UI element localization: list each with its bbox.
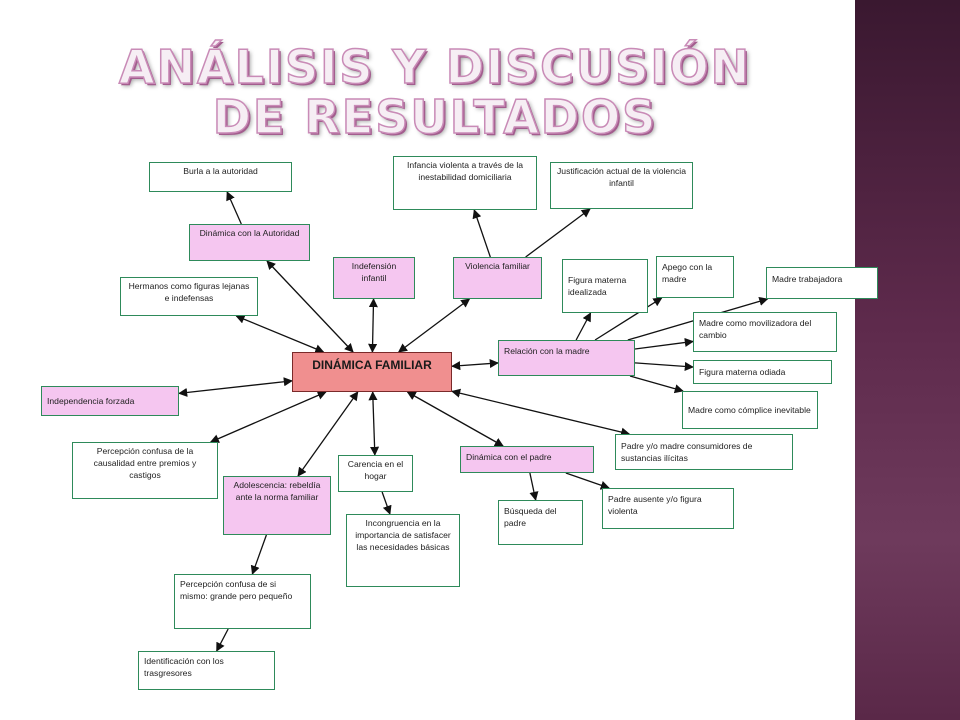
node-independencia-forzada: Independencia forzada [41, 386, 179, 416]
connector-relacion-odiada [634, 361, 694, 371]
node-relacion-madre: Relación con la madre [498, 340, 635, 376]
node-dinamica-autoridad: Dinámica con la Autoridad [189, 224, 310, 261]
node-percepcion-si-mismo: Percepción confusa de si mismo: grande p… [174, 574, 311, 629]
connector-violencia-infancia [472, 209, 491, 258]
central-node-dinamica-familiar: DINÁMICA FAMILIAR [292, 352, 452, 392]
node-madre-movilizadora: Madre como movilizadora del cambio [693, 312, 837, 352]
node-dinamica-padre: Dinámica con el padre [460, 446, 594, 473]
node-madre-trabajadora: Madre trabajadora [766, 267, 878, 299]
node-padre-ausente: Padre ausente y/o figura violenta [602, 488, 734, 529]
node-percepcion-causalidad: Percepción confusa de la causalidad entr… [72, 442, 218, 499]
node-identificacion-trasgresores: Identificación con los trasgresores [138, 651, 275, 690]
connector-relacion-apego [594, 297, 663, 341]
connector-padre-ausente [565, 472, 610, 490]
connector-padre-busqueda [529, 472, 539, 501]
connector-main-hermanos [235, 314, 325, 354]
connector-main-carencia [368, 391, 380, 456]
connector-autoridad-burla [226, 191, 242, 225]
decorative-sidebar [855, 0, 960, 720]
node-figura-materna-odiada: Figura materna odiada [693, 360, 832, 384]
node-hermanos-figuras: Hermanos como figuras lejanas e indefens… [120, 277, 258, 316]
node-burla-autoridad: Burla a la autoridad [149, 162, 292, 192]
connector-relacion-fig_ideal [575, 312, 592, 341]
connector-main-relacion [451, 358, 499, 371]
node-busqueda-padre: Búsqueda del padre [498, 500, 583, 545]
connector-carencia-incongr [381, 491, 392, 515]
node-figura-materna-idealizada: Figura materna idealizada [562, 259, 648, 313]
connector-main-percep_causal [209, 391, 327, 443]
node-carencia-hogar: Carencia en el hogar [338, 455, 413, 492]
connector-violencia-justif [525, 208, 591, 258]
connector-main-autoridad [266, 260, 354, 353]
node-apego-madre: Apego con la madre [656, 256, 734, 298]
connector-main-adolesc [297, 391, 359, 477]
node-justificacion-violencia: Justificación actual de la violencia inf… [550, 162, 693, 209]
connector-main-violencia [397, 298, 471, 353]
node-violencia-familiar: Violencia familiar [453, 257, 542, 299]
connector-main-indep [178, 377, 293, 397]
node-adolescencia-rebeldia: Adolescencia: rebeldía ante la norma fam… [223, 476, 331, 535]
node-infancia-violenta: Infancia violenta a través de la inestab… [393, 156, 537, 210]
connector-main-padre [406, 391, 504, 447]
connector-relacion-complice [629, 375, 684, 394]
slide-title: ANÁLISIS Y DISCUSIÓN DE RESULTADOS [118, 40, 752, 144]
node-indefension-infantil: Indefensión infantil [333, 257, 415, 299]
node-padres-consumidores: Padre y/o madre consumidores de sustanci… [615, 434, 793, 470]
node-incongruencia-necesidades: Incongruencia en la importancia de satis… [346, 514, 460, 587]
connector-adolesc-percep_si [250, 534, 268, 575]
connector-main-indefension [368, 298, 378, 353]
connector-main-consumidores [451, 388, 631, 437]
connector-percep_si-identif [216, 628, 229, 652]
connector-relacion-moviliz [634, 337, 694, 350]
node-madre-complice: Madre como cómplice inevitable [682, 391, 818, 429]
